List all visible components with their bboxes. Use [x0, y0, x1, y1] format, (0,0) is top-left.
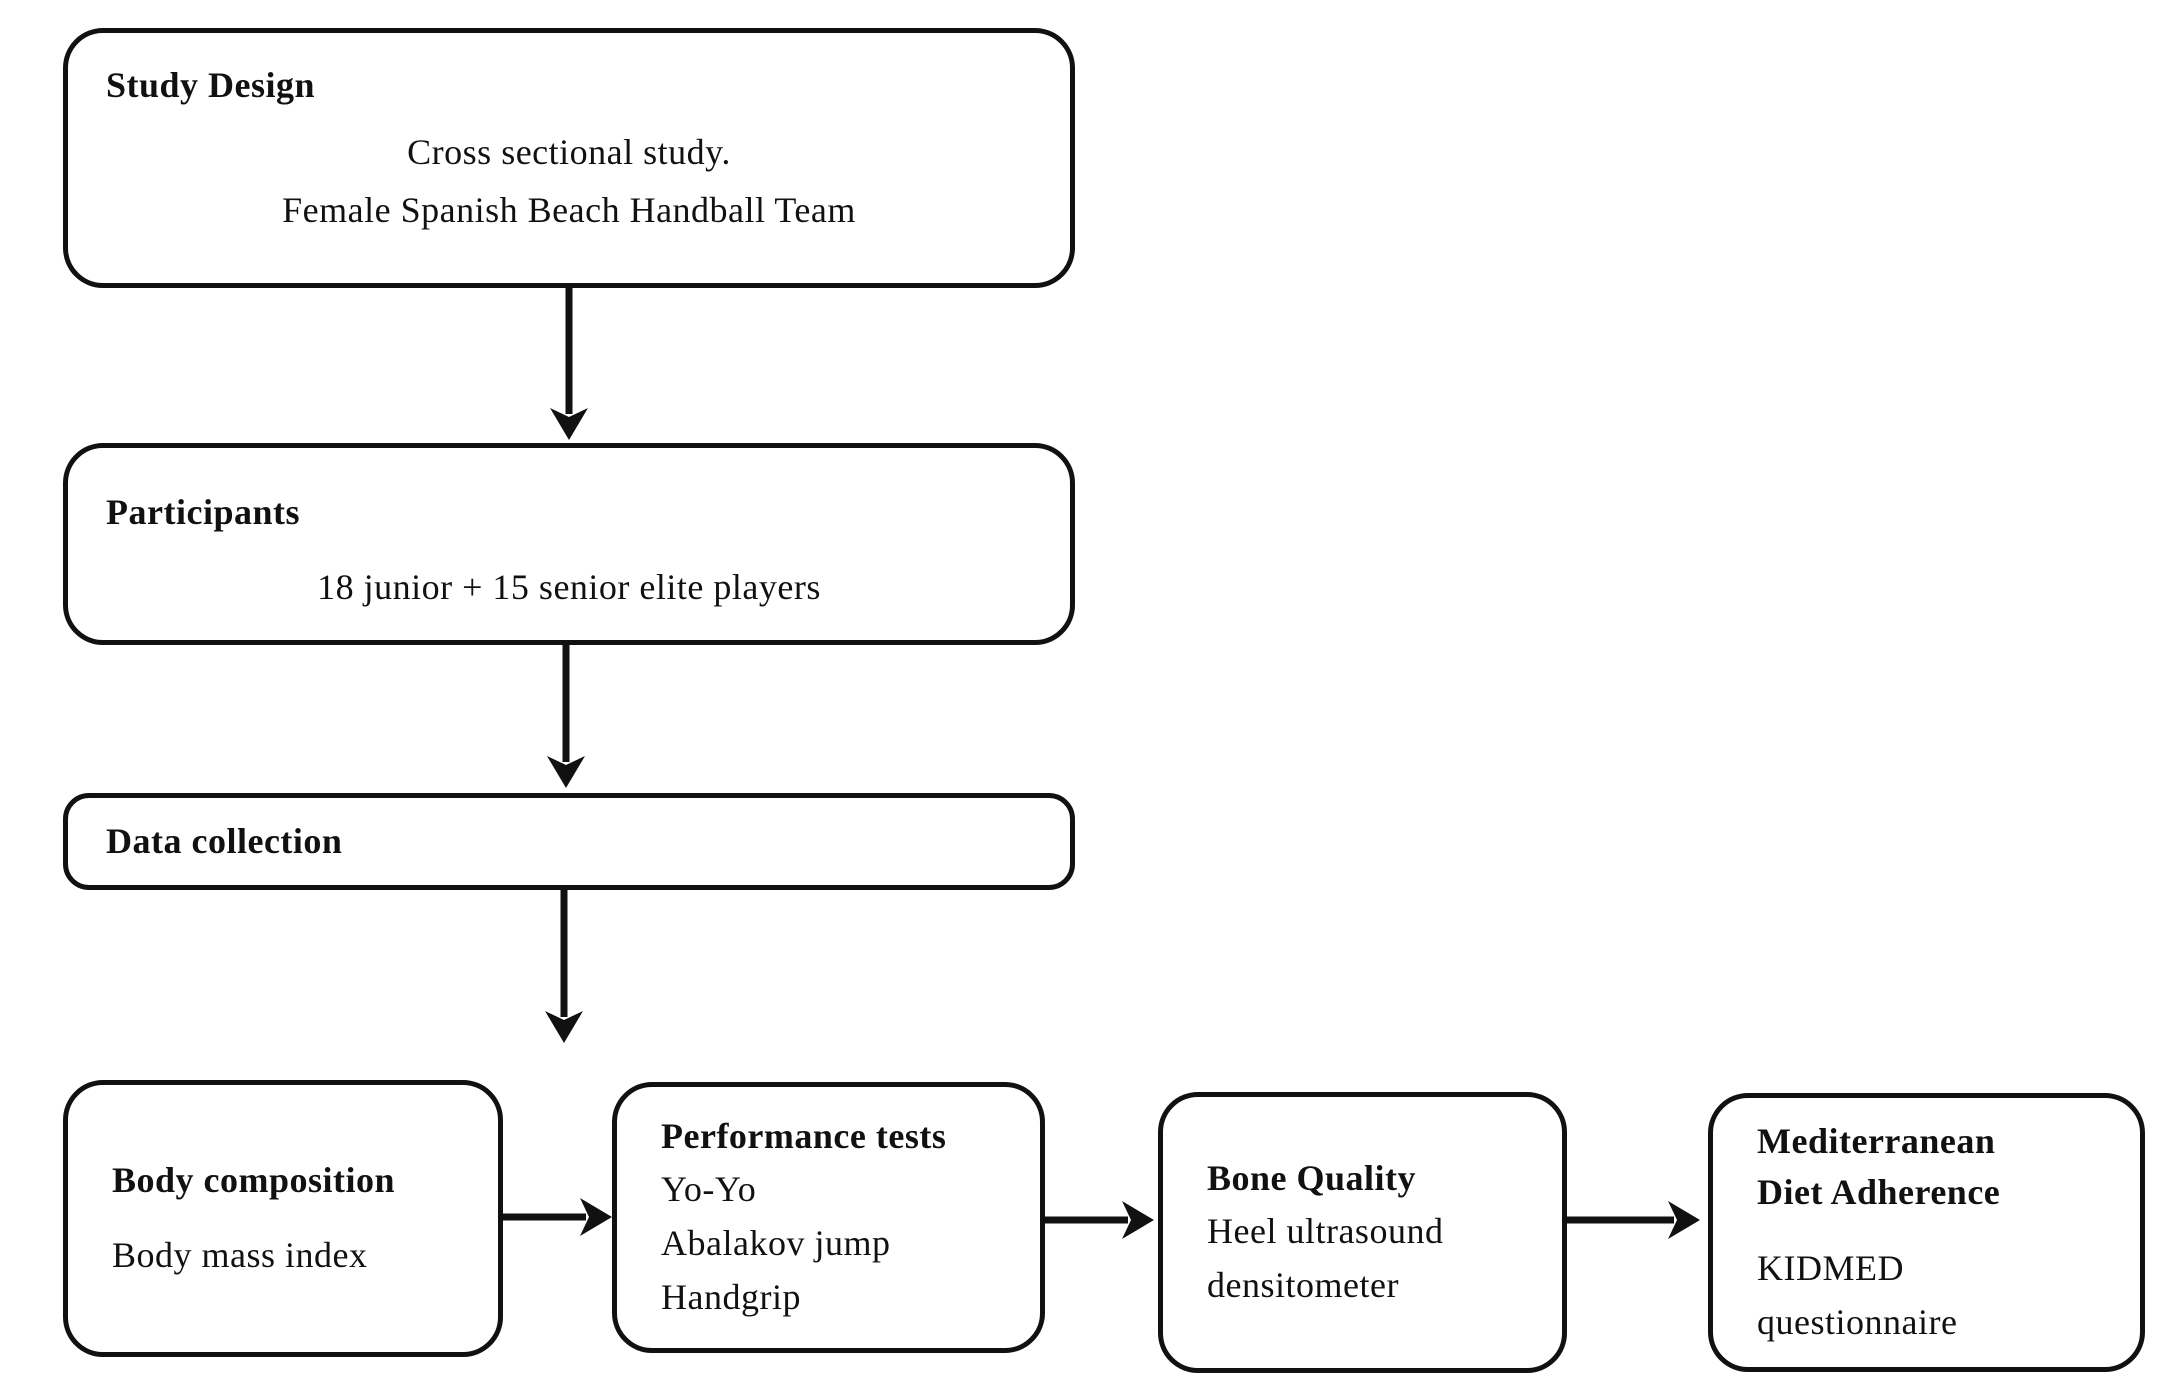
- arrow-right-icon: [503, 1198, 612, 1236]
- body-composition-box: Body composition Body mass index: [63, 1080, 503, 1357]
- participants-title: Participants: [106, 492, 300, 532]
- diet-adherence-title: Mediterranean Diet Adherence: [1757, 1116, 2110, 1217]
- arrow-right-icon: [1567, 1201, 1700, 1239]
- performance-tests-title: Performance tests: [661, 1116, 947, 1157]
- body-composition-line-1: Body mass index: [112, 1234, 368, 1275]
- body-composition-title: Body composition: [112, 1160, 396, 1201]
- participants-line-1: 18 junior + 15 senior elite players: [317, 567, 821, 607]
- participants-box: Participants 18 junior + 15 senior elite…: [63, 443, 1075, 645]
- arrow-down-icon: [545, 888, 583, 1043]
- study-design-line-2: Female Spanish Beach Handball Team: [282, 190, 856, 230]
- performance-tests-item-2: Abalakov jump: [661, 1222, 891, 1263]
- arrow-right-icon: [1045, 1201, 1154, 1239]
- study-design-line-1: Cross sectional study.: [407, 132, 731, 172]
- arrow-down-icon: [547, 645, 585, 788]
- performance-tests-item-3: Handgrip: [661, 1276, 801, 1317]
- bone-quality-box: Bone Quality Heel ultrasound densitomete…: [1158, 1092, 1567, 1373]
- arrow-down-icon: [550, 288, 588, 440]
- study-design-box: Study Design Cross sectional study. Fema…: [63, 28, 1075, 288]
- bone-quality-line-2: densitometer: [1207, 1264, 1399, 1305]
- diet-adherence-line-2: questionnaire: [1757, 1301, 1958, 1342]
- data-collection-box: Data collection: [63, 793, 1075, 890]
- performance-tests-item-1: Yo-Yo: [661, 1168, 757, 1209]
- data-collection-title: Data collection: [106, 821, 343, 861]
- diet-adherence-title-line-2: Diet Adherence: [1757, 1171, 2001, 1212]
- diet-adherence-box: Mediterranean Diet Adherence KIDMED ques…: [1708, 1093, 2145, 1372]
- bone-quality-title: Bone Quality: [1207, 1158, 1417, 1199]
- diet-adherence-title-line-1: Mediterranean: [1757, 1121, 1996, 1162]
- bone-quality-line-1: Heel ultrasound: [1207, 1210, 1444, 1251]
- diet-adherence-line-1: KIDMED: [1757, 1247, 1904, 1288]
- study-design-title: Study Design: [106, 65, 316, 105]
- performance-tests-box: Performance tests Yo-Yo Abalakov jump Ha…: [612, 1082, 1045, 1353]
